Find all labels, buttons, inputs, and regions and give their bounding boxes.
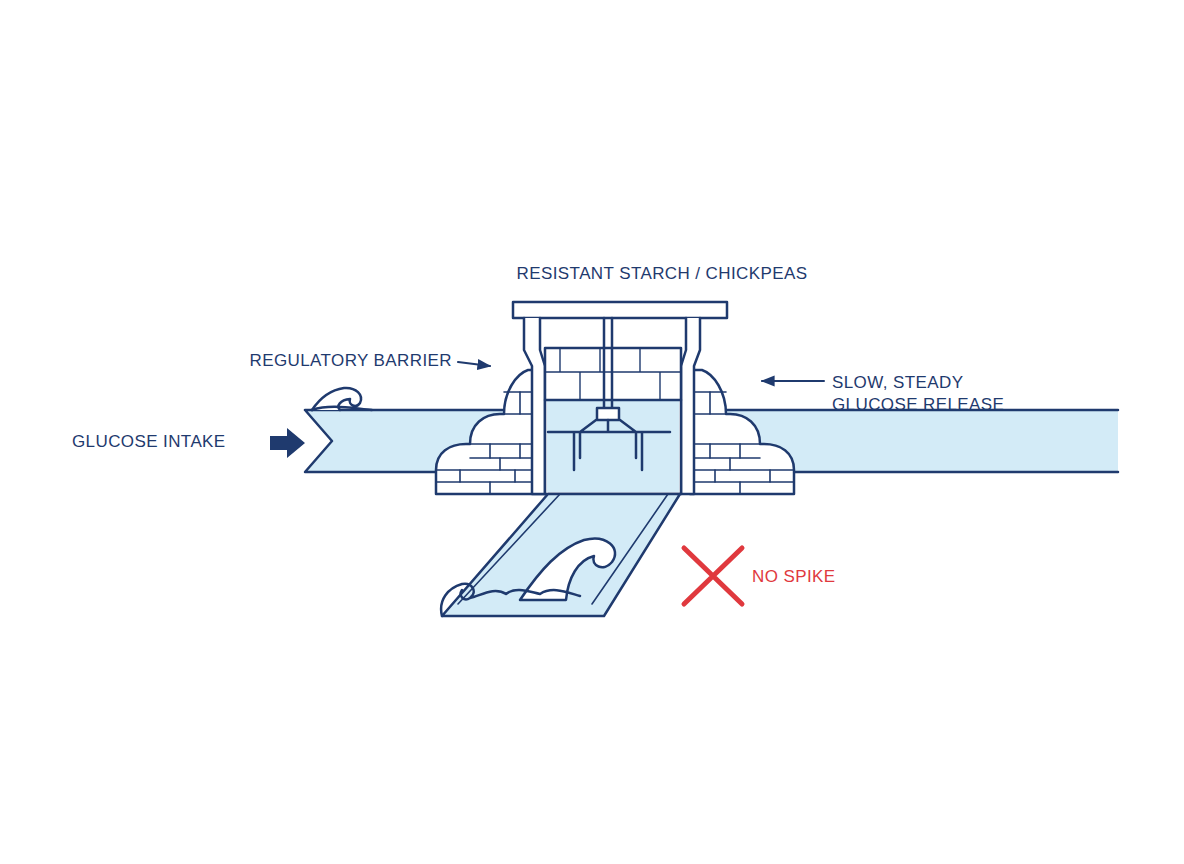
gate-rod	[604, 318, 612, 408]
spillway	[442, 494, 680, 616]
mound-courses	[690, 392, 794, 482]
intake-label: GLUCOSE INTAKE	[72, 431, 226, 453]
structure-title: RESISTANT STARCH / CHICKPEAS	[517, 263, 808, 285]
lintel	[513, 302, 727, 318]
release-label: SLOW, STEADY GLUCOSE RELEASE	[832, 372, 1047, 416]
barrier-label: REGULATORY BARRIER	[250, 350, 452, 372]
spillway-rails	[458, 494, 668, 604]
brick-joints	[710, 392, 770, 494]
brick-joints	[460, 392, 520, 494]
wave-line	[312, 407, 372, 410]
mound-courses	[436, 392, 545, 482]
cross-mark	[684, 548, 742, 604]
chute-wave	[520, 539, 615, 600]
result-label: NO SPIKE	[752, 566, 836, 588]
right-mound	[690, 370, 794, 494]
leader-arrow	[458, 362, 490, 366]
intake-arrow	[270, 428, 305, 458]
right-pillar	[681, 318, 700, 494]
left-mound	[436, 370, 545, 494]
wave-curl	[441, 584, 580, 616]
left-pillar	[524, 318, 545, 494]
leader-arrow	[762, 380, 824, 382]
gate-claw	[548, 420, 670, 470]
chamber-water	[547, 400, 679, 492]
gate-hub	[597, 408, 619, 420]
